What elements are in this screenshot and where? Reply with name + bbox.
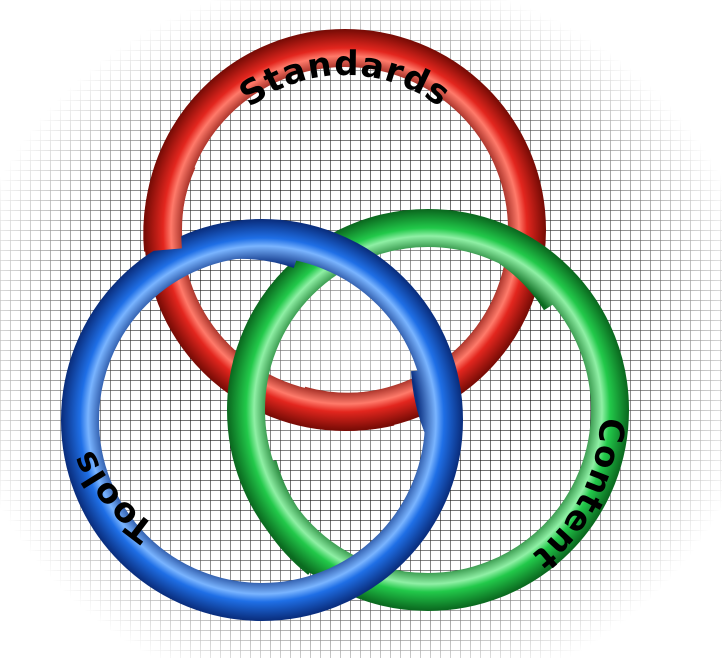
standards-ring-overlap-1 <box>162 160 178 250</box>
standards-ring-overlap-2 <box>300 405 390 412</box>
tools-ring-overlap-1 <box>430 370 444 430</box>
tools-ring-overlap-2 <box>232 240 300 250</box>
